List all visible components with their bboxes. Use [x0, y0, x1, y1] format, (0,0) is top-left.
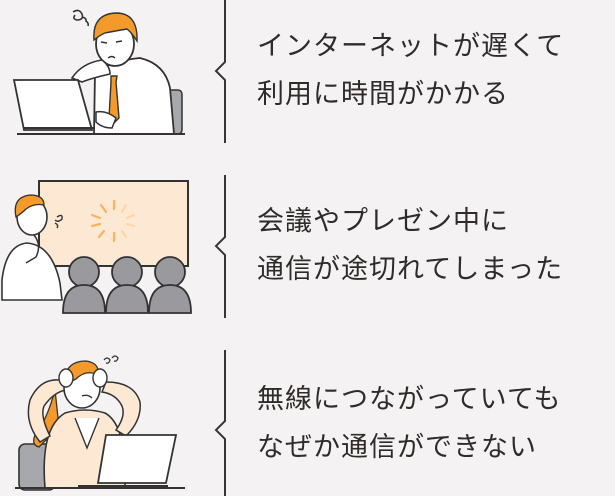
woman-stressed-illustration — [15, 355, 185, 491]
brace-divider — [214, 0, 226, 143]
problem-text-line-1: 会議やプレゼン中に — [257, 206, 509, 237]
problem-item-1: インターネットが遅くて 利用に時間がかかる — [0, 0, 615, 160]
problem-text: 無線につながっていても なぜか通信ができない — [257, 376, 562, 472]
problem-text-line-1: 無線につながっていても — [257, 384, 562, 415]
problem-item-2: 会議やプレゼン中に 通信が途切れてしまった — [0, 165, 615, 325]
loading-spinner-icon — [90, 199, 136, 243]
man-at-laptop-illustration — [12, 9, 185, 135]
problem-text-line-2: 利用に時間がかかる — [257, 79, 509, 110]
brace-divider — [214, 350, 226, 496]
problem-text: 会議やプレゼン中に 通信が途切れてしまった — [257, 198, 563, 294]
problem-text: インターネットが遅くて 利用に時間がかかる — [257, 23, 564, 119]
problem-text-line-1: インターネットが遅くて — [257, 31, 565, 62]
brace-divider — [214, 175, 226, 318]
problem-text-line-2: 通信が途切れてしまった — [257, 254, 564, 285]
problem-item-3: 無線につながっていても なぜか通信ができない — [0, 330, 615, 496]
presentation-illustration — [1, 180, 192, 314]
problem-text-line-2: なぜか通信ができない — [257, 432, 537, 463]
